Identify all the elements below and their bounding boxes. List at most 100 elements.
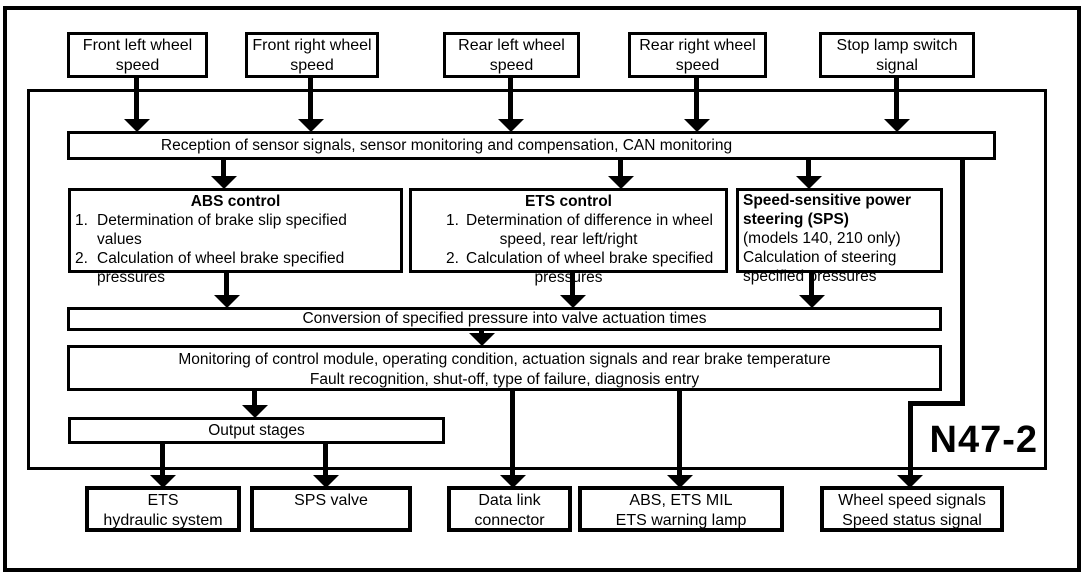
list-text-line: Calculation of wheel brake specified: [466, 250, 714, 267]
monitoring-line: Monitoring of control module, operating …: [178, 351, 831, 368]
arrow-head-output-to-ets-hydraulic: [150, 475, 176, 488]
arrow-stem-output-to-ets-hydraulic: [160, 444, 165, 477]
abs-item-1: 1. Determination of brake slip specified…: [71, 211, 400, 249]
wheel-speed-line-horizontal: [908, 401, 965, 406]
arrow-head-wheel-speed-signals: [897, 475, 923, 488]
input-stop-lamp-switch-signal: Stop lamp switch signal: [819, 32, 975, 78]
conversion-bar: Conversion of specified pressure into va…: [67, 307, 942, 331]
input-rear-left-wheel-speed: Rear left wheel speed: [443, 32, 580, 78]
module-label-n47-2: N47-2: [929, 419, 1038, 461]
conversion-label: Conversion of specified pressure into va…: [302, 310, 707, 327]
arrow-stem-ets-to-conversion: [570, 273, 575, 297]
list-text-line: values: [97, 231, 142, 248]
reception-bar: Reception of sensor signals, sensor moni…: [67, 131, 996, 160]
arrow-head-to-sps: [796, 176, 822, 189]
box-label-line: Front left wheel: [82, 37, 193, 54]
arrow-stem-output-to-sps-valve: [323, 444, 328, 477]
arrow-stem-monitoring-to-data-link: [510, 391, 515, 477]
list-number: 2.: [75, 250, 88, 267]
list-text-line: speed, rear left/right: [499, 231, 638, 248]
arrow-stem-front-right: [308, 78, 313, 121]
arrow-head-monitoring-to-output: [242, 405, 268, 418]
monitoring-line: Fault recognition, shut-off, type of fai…: [309, 371, 700, 388]
input-rear-right-wheel-speed: Rear right wheel speed: [628, 32, 767, 78]
list-text-line: pressures: [534, 269, 603, 286]
box-label-line: speed: [115, 57, 160, 74]
list-text-line: pressures: [97, 269, 166, 286]
arrow-head-sps-to-conversion: [799, 295, 825, 308]
box-label-line: Rear right wheel: [639, 37, 756, 54]
box-label-line: speed: [489, 57, 534, 74]
list-text-line: Determination of difference in wheel: [466, 212, 713, 229]
output-data-link-connector: Data link connector: [447, 486, 572, 532]
list-text-line: Determination of brake slip specified: [97, 212, 347, 229]
box-label-line: ETS warning lamp: [615, 512, 747, 529]
arrow-stem-front-left: [134, 78, 139, 121]
abs-item-2: 2. Calculation of wheel brake specified …: [71, 249, 400, 287]
output-stages-label: Output stages: [208, 422, 305, 439]
wheel-speed-line-vertical-1: [960, 160, 965, 406]
arrow-head-rear-right: [684, 119, 710, 132]
output-ets-hydraulic-system: ETS hydraulic system: [85, 486, 241, 532]
output-stages-box: Output stages: [68, 417, 445, 444]
ets-control-box: ETS control 1. Determination of differen…: [409, 188, 728, 286]
abs-control-box: ABS control 1. Determination of brake sl…: [68, 188, 403, 286]
arrow-head-front-left: [124, 119, 150, 132]
arrow-stem-rear-left: [508, 78, 513, 121]
box-label-line: signal: [876, 57, 918, 74]
arrow-stem-sps-to-conversion: [809, 273, 814, 297]
output-sps-valve: SPS valve: [250, 486, 412, 532]
box-label-line: Stop lamp switch: [836, 37, 958, 54]
arrow-head-rear-left: [498, 119, 524, 132]
arrow-stem-monitoring-to-output: [252, 391, 257, 407]
arrow-head-conversion-to-monitoring: [469, 333, 495, 346]
ets-item-1: 1. Determination of difference in wheel: [412, 211, 725, 230]
arrow-head-stop-lamp: [884, 119, 910, 132]
ets-control-title: ETS control: [525, 193, 612, 210]
box-label-line: hydraulic system: [103, 512, 223, 529]
box-label-line: Speed status signal: [842, 512, 982, 529]
sps-text-line: Calculation of steering: [743, 249, 897, 266]
list-text: Calculation of wheel brake specified pre…: [97, 249, 344, 287]
ets-item-2: 2. Calculation of wheel brake specified: [412, 249, 725, 268]
sps-box: Speed-sensitive power steering (SPS) (mo…: [736, 188, 943, 285]
box-label-line: speed: [675, 57, 720, 74]
arrow-head-ets-to-conversion: [560, 295, 586, 308]
output-abs-ets-mil-warning-lamp: ABS, ETS MIL ETS warning lamp: [578, 486, 784, 532]
arrow-stem-abs-to-conversion: [224, 273, 229, 297]
arrow-stem-to-sps: [806, 160, 811, 178]
input-front-left-wheel-speed: Front left wheel speed: [67, 32, 208, 78]
list-number: 1.: [446, 212, 459, 229]
box-label-line: Rear left wheel: [458, 37, 565, 54]
arrow-head-monitoring-to-data-link: [500, 475, 526, 488]
monitoring-box: Monitoring of control module, operating …: [67, 345, 942, 391]
list-number: 2.: [446, 250, 459, 267]
arrow-head-abs-to-conversion: [214, 295, 240, 308]
box-label-line: connector: [474, 512, 545, 529]
sps-text-line: specified pressures: [743, 268, 877, 285]
arrow-head-to-abs: [211, 176, 237, 189]
box-label-line: speed: [290, 57, 334, 74]
arrow-head-to-ets: [608, 176, 634, 189]
arrow-head-front-right: [298, 119, 324, 132]
arrow-head-output-to-sps-valve: [313, 475, 339, 488]
reception-label: Reception of sensor signals, sensor moni…: [160, 137, 733, 154]
box-label-line: ABS, ETS MIL: [629, 492, 733, 509]
abs-control-title: ABS control: [190, 193, 281, 210]
control-module-n47-2-outline: [27, 89, 1047, 470]
arrow-stem-rear-right: [694, 78, 699, 121]
arrow-stem-to-abs: [221, 160, 226, 178]
box-label-line: Wheel speed signals: [838, 492, 986, 509]
list-text-line: Calculation of wheel brake specified: [97, 250, 345, 267]
box-label-line: Data link: [478, 492, 541, 509]
arrow-head-monitoring-to-warning-lamp: [667, 475, 693, 488]
box-label-line: Front right wheel: [252, 37, 372, 54]
output-wheel-speed-signals: Wheel speed signals Speed status signal: [820, 486, 1004, 532]
outer-frame: [3, 6, 1081, 572]
arrow-stem-monitoring-to-warning-lamp: [677, 391, 682, 477]
list-text: Determination of brake slip specified va…: [97, 211, 347, 249]
box-label-line: ETS: [147, 492, 179, 509]
sps-title-line: steering (SPS): [743, 211, 849, 228]
wheel-speed-line-vertical-2: [908, 401, 913, 477]
